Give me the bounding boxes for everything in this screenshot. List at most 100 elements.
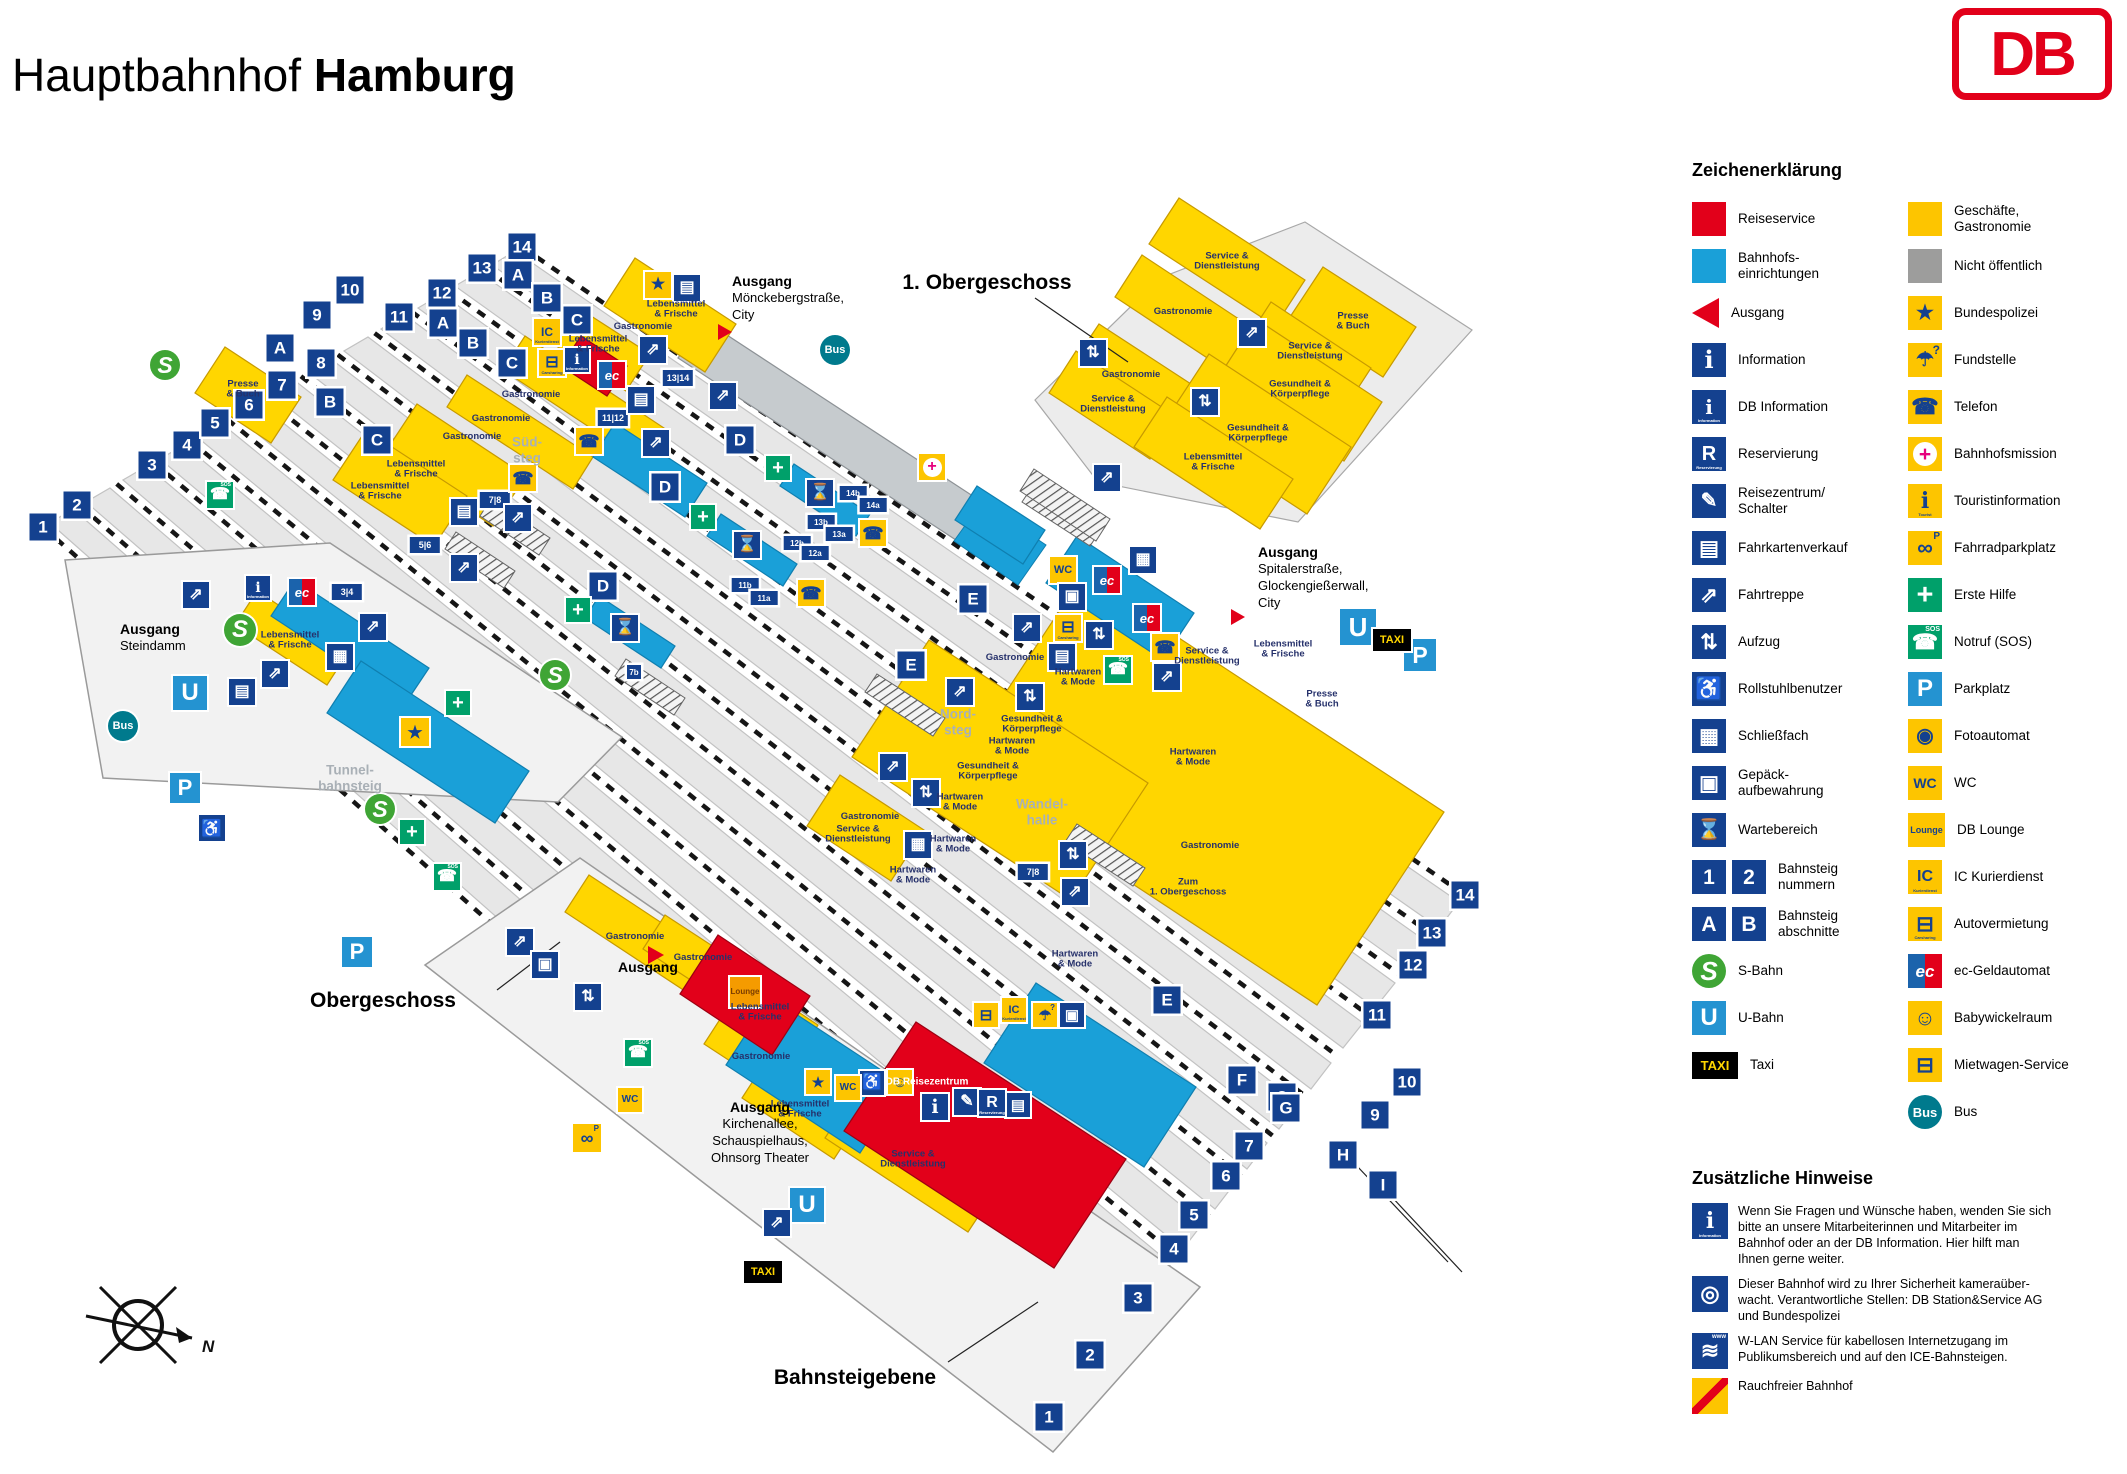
legend-label: Wartebereich bbox=[1738, 822, 1818, 838]
legend-label: Fundstelle bbox=[1954, 352, 2017, 368]
legend-label: Taxi bbox=[1750, 1057, 1775, 1073]
legend-entry: Geschäfte, Gastronomie bbox=[1908, 201, 2124, 237]
notruf-icon: ☎SOS bbox=[1908, 625, 1942, 659]
legend-entry: Reiseservice bbox=[1692, 201, 1908, 237]
legend-label: Mietwagen-Service bbox=[1954, 1057, 2069, 1073]
legend-entry: TAXI Taxi bbox=[1692, 1047, 1908, 1083]
legend-entry: ∞P Fahrradparkplatz bbox=[1908, 530, 2124, 566]
legend-entry: ☺ Babywickelraum bbox=[1908, 1000, 2124, 1036]
note-item: Rauchfreier Bahnhof bbox=[1692, 1378, 2124, 1414]
rauchfrei-icon bbox=[1692, 1378, 1728, 1414]
note-text: Wenn Sie Fragen und Wünsche haben, wende… bbox=[1738, 1204, 2052, 1266]
legend-label: Babywickelraum bbox=[1954, 1010, 2053, 1026]
legend-label: DB Lounge bbox=[1957, 822, 2025, 838]
kamera-icon: ◎ bbox=[1692, 1276, 1728, 1312]
fotoautomat-icon: ◉ bbox=[1908, 719, 1942, 753]
note-text: W-LAN Service für kabellosen Internetzug… bbox=[1738, 1334, 2009, 1364]
legend-label: Reiseservice bbox=[1738, 211, 1816, 227]
db-logo: DB bbox=[1952, 8, 2112, 100]
rollstuhl-icon: ♿ bbox=[1692, 672, 1726, 706]
legend-entry: P Parkplatz bbox=[1908, 671, 2124, 707]
taxi-icon: TAXI bbox=[1692, 1051, 1738, 1079]
legend-entry: ▣ Gepäck- aufbewahrung bbox=[1692, 765, 1908, 801]
legend-label: Parkplatz bbox=[1954, 681, 2011, 697]
legend-label: Fahrkartenverkauf bbox=[1738, 540, 1848, 556]
legend-label: Schließfach bbox=[1738, 728, 1809, 744]
legend-label: S-Bahn bbox=[1738, 963, 1784, 979]
legend-heading: Zeichenerklärung bbox=[1692, 160, 1843, 180]
schliessfach-icon: ▦ bbox=[1692, 719, 1726, 753]
wc-icon: WC bbox=[1908, 766, 1942, 800]
page-title: Hauptbahnhof Hamburg bbox=[12, 48, 516, 102]
info-icon: i bbox=[1692, 343, 1726, 377]
telefon-icon: ☎ bbox=[1908, 390, 1942, 424]
legend-label: Fahrradparkplatz bbox=[1954, 540, 2057, 556]
legend-entry: ⊟ Mietwagen-Service bbox=[1908, 1047, 2124, 1083]
geschaefte-icon bbox=[1908, 202, 1942, 236]
legend-label: Autovermietung bbox=[1954, 916, 2049, 932]
mietwagen-icon: ⊟ bbox=[1908, 1048, 1942, 1082]
babywickel-icon: ☺ bbox=[1908, 1001, 1942, 1035]
parkplatz-icon: P bbox=[1908, 672, 1942, 706]
legend-label: Information bbox=[1738, 352, 1806, 368]
legend-label: Rollstuhlbenutzer bbox=[1738, 681, 1843, 697]
notes-heading: Zusätzliche Hinweise bbox=[1692, 1168, 1874, 1188]
legend-label: Bundespolizei bbox=[1954, 305, 2039, 321]
title-bold: Hamburg bbox=[313, 49, 516, 101]
legend-entry: ♿ Rollstuhlbenutzer bbox=[1692, 671, 1908, 707]
dblounge-icon: Lounge bbox=[1908, 813, 1945, 847]
legend-entry: + Erste Hilfe bbox=[1908, 577, 2124, 613]
legend-label: Nicht öffentlich bbox=[1954, 258, 2043, 274]
fahrkarten-icon: ▤ bbox=[1692, 531, 1726, 565]
legend-entry: ☎SOS Notruf (SOS) bbox=[1908, 624, 2124, 660]
note-item: ◎Dieser Bahnhof wird zu Ihrer Sicherheit… bbox=[1692, 1276, 2124, 1324]
wlan-icon: ≋www bbox=[1692, 1333, 1728, 1369]
legend-entry: ⇗Fahrtreppe bbox=[1692, 577, 1908, 613]
erstehilfe-icon: + bbox=[1908, 578, 1942, 612]
ubahn-icon: U bbox=[1692, 1001, 1726, 1035]
sbahn-icon: S bbox=[1692, 954, 1726, 988]
note-item: ≋www W-LAN Service für kabellosen Interne… bbox=[1692, 1333, 2124, 1369]
fahrtreppe-icon: ⇗ bbox=[1692, 578, 1726, 612]
legend-label: Touristinformation bbox=[1954, 493, 2061, 509]
legend-label: Reisezentrum/ Schalter bbox=[1738, 485, 1826, 516]
nr2-icon: 2 bbox=[1732, 860, 1766, 894]
legend-label: ec-Geldautomat bbox=[1954, 963, 2051, 979]
ausgang-icon bbox=[1692, 298, 1719, 328]
legend-label: Bahnhofs- einrichtungen bbox=[1738, 250, 1820, 281]
legend-label: Notruf (SOS) bbox=[1954, 634, 2033, 650]
legend-label: Erste Hilfe bbox=[1954, 587, 2017, 603]
abA-icon: A bbox=[1692, 907, 1726, 941]
legend-label: U-Bahn bbox=[1738, 1010, 1784, 1026]
legend-label: Gepäck- aufbewahrung bbox=[1738, 767, 1824, 798]
wartebereich-icon: ⌛ bbox=[1692, 813, 1726, 847]
nr1-icon: 1 bbox=[1692, 860, 1726, 894]
svg-text:N: N bbox=[202, 1337, 215, 1356]
reisezentrum-icon: ✎ bbox=[1692, 484, 1726, 518]
legend-label: IC Kurierdienst bbox=[1954, 869, 2044, 885]
legend-entry: ▤ Fahrkartenverkauf bbox=[1692, 530, 1908, 566]
legend-entry: Lounge DB Lounge bbox=[1908, 812, 2124, 848]
fahrrad-icon: ∞P bbox=[1908, 531, 1942, 565]
legend-entry: ★Bundespolizei bbox=[1908, 295, 2124, 331]
legend-label: Ausgang bbox=[1731, 305, 1785, 321]
legend-entry: U U-Bahn bbox=[1692, 1000, 1908, 1036]
legend-label: Bahnsteig abschnitte bbox=[1778, 908, 1840, 939]
legend-label: Fotoautomat bbox=[1954, 728, 2030, 744]
gepaeck-icon: ▣ bbox=[1692, 766, 1726, 800]
reiseservice-icon bbox=[1692, 202, 1726, 236]
